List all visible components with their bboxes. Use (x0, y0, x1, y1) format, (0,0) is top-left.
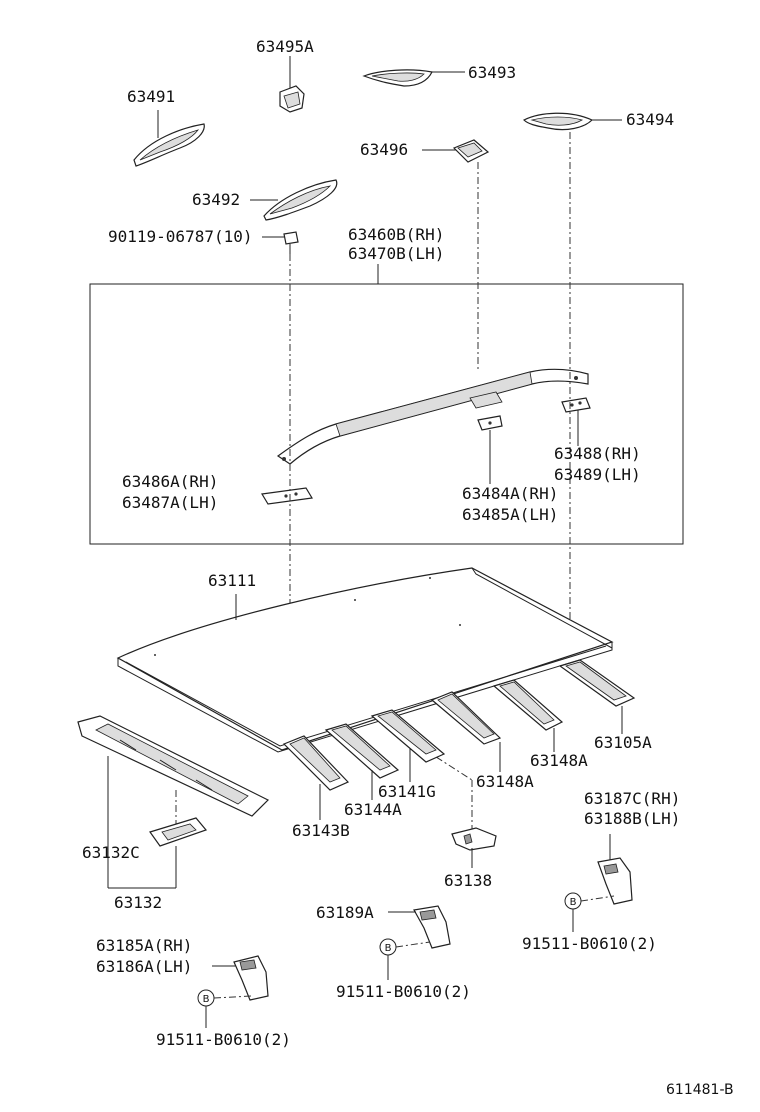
bolt-middle-mark: B (385, 943, 392, 954)
part-63144A-bow (324, 723, 400, 779)
leader-63132 (107, 756, 177, 889)
label-91511-middle: 91511-B0610(2) (336, 982, 471, 1001)
part-63132-bracket (149, 817, 208, 864)
label-63491: 63491 (127, 87, 175, 106)
part-90119-bolt (283, 231, 299, 254)
part-63105A-header (558, 659, 636, 707)
part-63492-cover (263, 179, 338, 221)
label-63486A: 63486A(RH) (122, 472, 218, 491)
label-63470B: 63470B(LH) (348, 244, 444, 263)
label-63105A: 63105A (594, 733, 652, 752)
label-63187C: 63187C(RH) (584, 789, 680, 808)
label-63488: 63488(RH) (554, 444, 641, 463)
label-63493: 63493 (468, 63, 516, 82)
label-63132C: 63132C (82, 843, 140, 862)
label-63186A: 63186A(LH) (96, 957, 192, 976)
bolt-right (564, 892, 615, 932)
part-63143B-bow (282, 735, 350, 791)
label-63492: 63492 (192, 190, 240, 209)
part-63138-bracket (451, 827, 497, 851)
label-63485A: 63485A(LH) (462, 505, 558, 524)
part-63484A-pad (477, 415, 503, 431)
bolt-right-mark: B (570, 897, 577, 908)
part-63185A-bracket (233, 955, 269, 1001)
figure-code: 611481-B (666, 1082, 734, 1098)
assembly-box (89, 283, 684, 545)
label-63138: 63138 (444, 871, 492, 890)
label-63132: 63132 (114, 893, 162, 912)
part-63148A-bow-1 (492, 679, 564, 731)
label-63143B: 63143B (292, 821, 350, 840)
label-91511-right: 91511-B0610(2) (522, 934, 657, 953)
part-63494-cover (522, 112, 594, 131)
part-63488-bracket (561, 397, 591, 413)
label-63188B: 63188B(LH) (584, 809, 680, 828)
bolt-middle (379, 938, 431, 980)
label-63487A: 63487A(LH) (122, 493, 218, 512)
label-90119: 90119-06787(10) (108, 227, 253, 246)
part-63111-roof-panel (116, 567, 614, 753)
label-63141G: 63141G (378, 782, 436, 801)
label-63496: 63496 (360, 140, 408, 159)
bolt-left-mark: B (203, 994, 210, 1005)
part-63189A-bracket (413, 905, 451, 949)
part-roof-rail (276, 368, 589, 465)
label-63489: 63489(LH) (554, 465, 641, 484)
part-63491-cover (133, 123, 205, 167)
part-63486A-pad (261, 487, 313, 505)
label-63484A: 63484A(RH) (462, 484, 558, 503)
part-63148A-bow-2 (430, 691, 502, 745)
label-63144A: 63144A (344, 800, 402, 819)
label-63460B: 63460B(RH) (348, 225, 444, 244)
label-63189A: 63189A (316, 903, 374, 922)
part-63495A-clip (279, 85, 305, 113)
part-63493-cover (362, 69, 433, 87)
label-63111: 63111 (208, 571, 256, 590)
part-63496-pad (452, 139, 490, 163)
part-63141G-bow (370, 709, 446, 763)
label-91511-left: 91511-B0610(2) (156, 1030, 291, 1049)
label-63494: 63494 (626, 110, 674, 129)
label-63495A: 63495A (256, 37, 314, 56)
label-63148A-1: 63148A (530, 751, 588, 770)
label-63148A-2: 63148A (476, 772, 534, 791)
part-63187C-bracket (597, 857, 633, 905)
label-63185A: 63185A(RH) (96, 936, 192, 955)
part-63132C-front-header (77, 715, 270, 817)
bolt-left (197, 989, 253, 1028)
